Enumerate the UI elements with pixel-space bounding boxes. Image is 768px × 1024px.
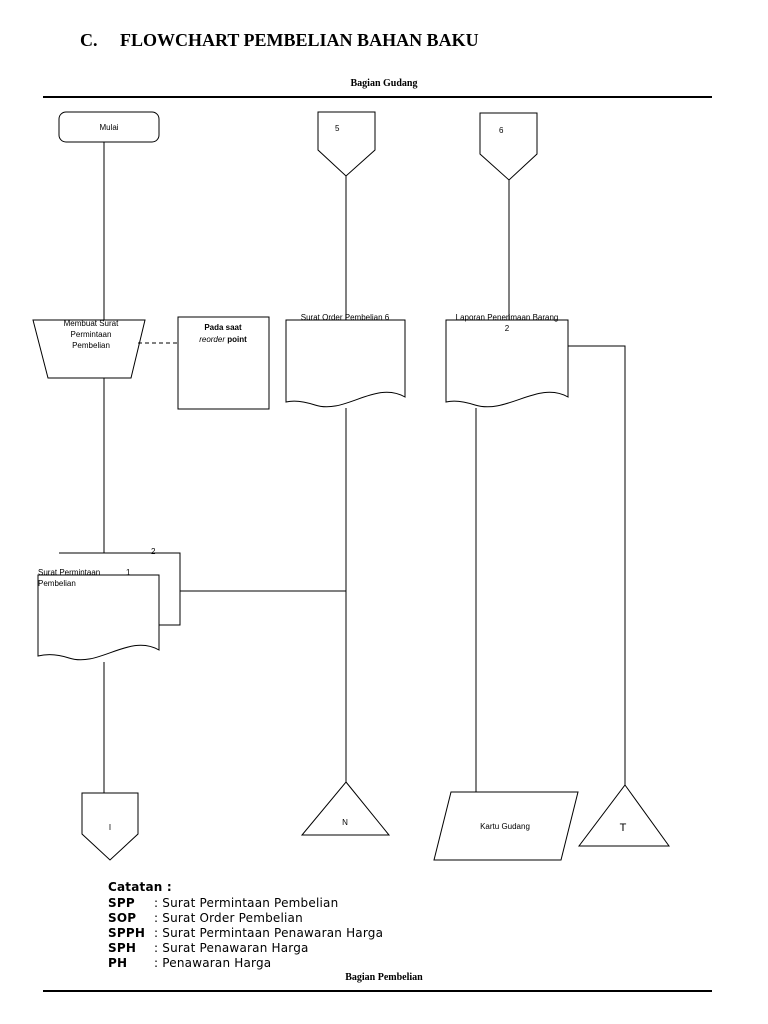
note-row: SOP : Surat Order Pembelian: [108, 911, 383, 926]
note-definition: : Surat Permintaan Pembelian: [154, 896, 339, 910]
manual-op-label-1: Membuat Surat: [64, 319, 119, 328]
connector-6-label: 6: [499, 126, 504, 135]
notes-section: Catatan : SPP : Surat Permintaan Pembeli…: [108, 880, 383, 971]
lpb-document-label: Laporan Penerimaan Barang: [456, 313, 559, 322]
file-n-shape: [300, 781, 391, 836]
lane-divider-bottom: [43, 990, 712, 992]
note-abbr: SPH: [108, 941, 137, 955]
offpage-i-label: I: [109, 823, 111, 832]
note-definition: : Surat Order Pembelian: [154, 911, 303, 925]
start-terminator: [58, 111, 160, 143]
spp-label-1: Surat Permintaan: [38, 568, 100, 577]
note-row: PH : Penawaran Harga: [108, 956, 383, 971]
lane-label-gudang: Bagian Gudang: [350, 78, 418, 89]
page-title: C. FLOWCHART PEMBELIAN BAHAN BAKU: [80, 30, 479, 50]
annotation-label-1: Pada saat: [204, 323, 242, 332]
kartu-gudang-label: Kartu Gudang: [480, 822, 530, 831]
note-row: SPP : Surat Permintaan Pembelian: [108, 896, 383, 911]
file-t-shape: [577, 784, 670, 847]
notes-title: Catatan :: [108, 880, 172, 894]
note-row: SPH : Surat Penawaran Harga: [108, 941, 383, 956]
sop-document-label: Surat Order Pembelian 6: [301, 313, 390, 322]
spp-label-2: Pembelian: [38, 579, 76, 588]
annotation-point-text: point: [225, 335, 247, 344]
lpb-copy-number: 2: [505, 324, 510, 333]
lpb-document-shape: [445, 319, 569, 408]
manual-op-label-3: Pembelian: [72, 341, 110, 350]
lane-label-pembelian: Bagian Pembelian: [345, 972, 423, 983]
note-abbr: PH: [108, 956, 128, 970]
connector-5-shape: [317, 111, 376, 177]
start-label: Mulai: [99, 123, 118, 132]
note-definition: : Surat Permintaan Penawaran Harga: [154, 926, 384, 940]
spp-document-shape: [37, 574, 160, 661]
offpage-i-shape: [81, 792, 139, 861]
file-n-label: N: [342, 818, 348, 827]
spp-copy2-number: 2: [151, 547, 156, 556]
annotation-box: [177, 316, 270, 410]
flow-line-lpb-to-file-t: [568, 345, 626, 785]
sop-document-shape: [285, 319, 406, 408]
connector-6-shape: [479, 112, 538, 181]
note-abbr: SPP: [108, 896, 135, 910]
lane-divider-top: [43, 96, 712, 98]
annotation-label-2: reorder point: [199, 335, 247, 344]
annotation-reorder-text: reorder: [199, 335, 225, 344]
note-abbr: SPPH: [108, 926, 146, 940]
spp-copy1-number: 1: [126, 568, 131, 577]
connector-5-label: 5: [335, 124, 340, 133]
note-definition: : Penawaran Harga: [154, 956, 272, 970]
note-row: SPPH : Surat Permintaan Penawaran Harga: [108, 926, 383, 941]
note-abbr: SOP: [108, 911, 137, 925]
kartu-gudang-shape: [433, 791, 579, 861]
manual-operation-shape: [32, 319, 146, 379]
note-definition: : Surat Penawaran Harga: [154, 941, 309, 955]
manual-op-label-2: Permintaan: [71, 330, 112, 339]
file-t-label: T: [620, 822, 627, 834]
